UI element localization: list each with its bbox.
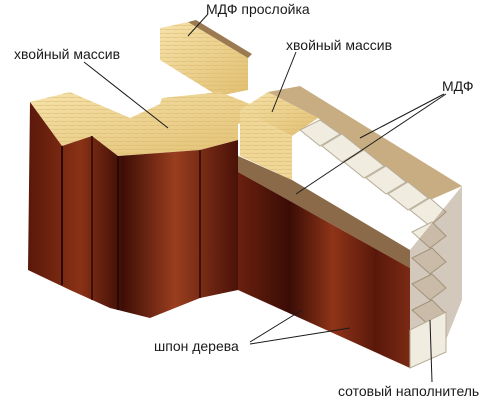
label-wood-veneer: шпон дерева bbox=[154, 339, 239, 353]
leader-mdf-1 bbox=[360, 94, 444, 138]
door-leaf bbox=[238, 86, 462, 368]
label-mdf: МДФ bbox=[442, 79, 473, 93]
label-honeycomb-filler: сотовый наполнитель bbox=[338, 384, 479, 398]
label-pine-solid-left: хвойный массив bbox=[14, 47, 120, 61]
label-pine-solid-right: хвойный массив bbox=[286, 38, 392, 52]
door-frame bbox=[28, 20, 270, 318]
leader-veneer-2 bbox=[250, 328, 350, 344]
label-mdf-interlayer: МДФ прослойка bbox=[206, 2, 310, 16]
